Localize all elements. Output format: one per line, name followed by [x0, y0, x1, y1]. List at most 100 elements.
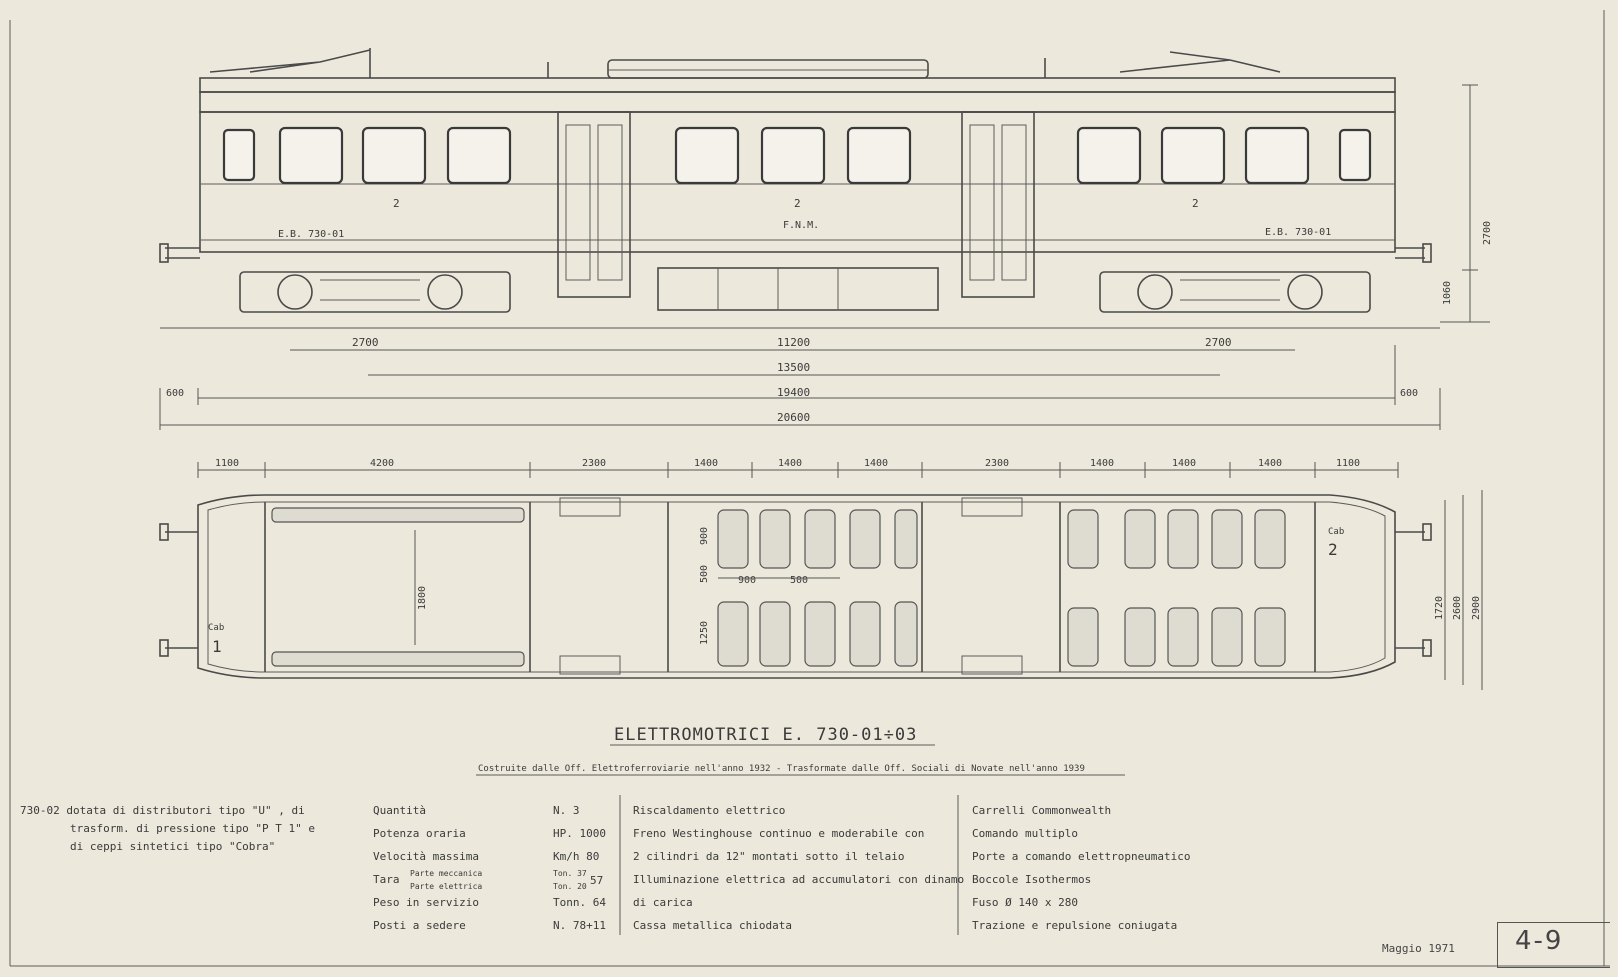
spec-charging: di carica [633, 896, 693, 909]
spec-value-quantity: N. 3 [553, 804, 580, 817]
spec-value-power: HP. 1000 [553, 827, 606, 840]
drawing-date: Maggio 1971 [1382, 942, 1455, 955]
side-view: 2 2 2 E.B. 730-01 E.B. 730-01 F.N.M. 270… [159, 48, 1493, 323]
cab-2-number: 2 [1328, 540, 1338, 559]
note-line-1: 730-02 dotata di distributori tipo "U" ,… [20, 804, 305, 817]
spec-value-seats: N. 78+11 [553, 919, 606, 932]
plan-dim-7: 2300 [985, 458, 1009, 469]
spec-label-tare: Tara [373, 873, 400, 886]
bench [271, 651, 525, 667]
width-dim-2900: 2900 [1471, 596, 1482, 620]
dim-bogie-centers: 11200 [777, 336, 810, 349]
width-dim-2600: 2600 [1452, 596, 1463, 620]
seats-compartment-2 [1067, 509, 1286, 667]
length-dimensions: 2700 11200 2700 13500 19400 600 600 2060… [159, 327, 1441, 430]
window [1076, 126, 1142, 185]
width-dim-1720: 1720 [1434, 596, 1445, 620]
plan-view: 1100 4200 2300 1400 1400 1400 2300 1400 … [159, 458, 1483, 690]
spec-value-tare-total: 57 [590, 874, 603, 887]
bench [271, 507, 525, 523]
drawing-subtitle: Costruite dalle Off. Elettroferroviarie … [478, 764, 1085, 774]
spec-control: Comando multiplo [972, 827, 1078, 840]
spec-label-speed: Velocità massima [373, 850, 479, 863]
door-right [961, 111, 1035, 298]
dim-bogie-left: 2700 [352, 336, 379, 349]
class-mark-2: 2 [794, 197, 801, 210]
plan-outline [197, 494, 1396, 679]
spec-bogies: Carrelli Commonwealth [972, 804, 1111, 817]
dim-13500: 13500 [777, 361, 810, 374]
plan-dim-4: 1400 [694, 458, 718, 469]
spec-value-tare-elec: Ton. 20 [553, 882, 587, 891]
spec-axleboxes: Boccole Isothermos [972, 873, 1091, 886]
underframe-equipment [657, 267, 939, 311]
spec-label-seats: Posti a sedere [373, 919, 466, 932]
window [1160, 126, 1226, 185]
fnm-logo: F.N.M. [783, 220, 819, 231]
height-dim-floor: 1060 [1442, 281, 1453, 305]
spec-doors: Porte a comando elettropneumatico [972, 850, 1191, 863]
plan-dim-9: 1400 [1172, 458, 1196, 469]
plan-dim-11: 1100 [1336, 458, 1360, 469]
plan-dim-2: 4200 [370, 458, 394, 469]
inner-dim-1800: 1800 [417, 586, 428, 610]
drawing-title: ELETTROMOTRICI E. 730-01÷03 [614, 725, 917, 745]
buffer-right [1395, 247, 1425, 259]
car-id-right: E.B. 730-01 [1265, 227, 1331, 238]
inner-dim-500: 500 [699, 565, 710, 583]
spec-tare-mechanical: Parte meccanica [410, 869, 482, 878]
pantograph-right [1119, 51, 1281, 73]
spec-body: Cassa metallica chiodata [633, 919, 792, 932]
cab-1-number: 1 [212, 637, 222, 656]
spec-draw-gear: Trazione e repulsione coniugata [972, 919, 1177, 932]
window [674, 126, 740, 185]
bogie-right [1099, 271, 1371, 313]
inner-dim-1250: 1250 [699, 621, 710, 645]
dim-overhang-left: 600 [166, 388, 184, 399]
roof [199, 77, 1396, 93]
spec-tare-electrical: Parte elettrica [410, 882, 482, 891]
door-left [557, 111, 631, 298]
buffer-left [165, 247, 200, 259]
plan-dim-10: 1400 [1258, 458, 1282, 469]
spec-journal: Fuso Ø 140 x 280 [972, 896, 1078, 909]
plan-dim-5: 1400 [778, 458, 802, 469]
sheet-number: 4-9 [1515, 926, 1564, 956]
spec-value-tare-mech: Ton. 37 [553, 869, 587, 878]
class-mark-3: 2 [1192, 197, 1199, 210]
plan-buffers-right [1395, 531, 1425, 649]
spec-value-weight: Tonn. 64 [553, 896, 606, 909]
cab-1-label: Cab [208, 623, 224, 633]
plan-dim-6: 1400 [864, 458, 888, 469]
plan-dim-8: 1400 [1090, 458, 1114, 469]
dim-overall-length: 20600 [777, 411, 810, 424]
note-line-2: trasform. di pressione tipo "P T 1" e [70, 822, 315, 835]
class-mark-1: 2 [393, 197, 400, 210]
window [446, 126, 512, 185]
dim-19400: 19400 [777, 386, 810, 399]
note-line-3: di ceppi sintetici tipo "Cobra" [70, 840, 275, 853]
inner-dim-900-h: 900 [738, 575, 756, 586]
cab-window-left [222, 128, 256, 182]
spec-cylinders: 2 cilindri da 12" montati sotto il telai… [633, 850, 905, 863]
spec-label-power: Potenza oraria [373, 827, 466, 840]
plan-dim-1: 1100 [215, 458, 239, 469]
roof-equipment [607, 59, 929, 79]
dim-bogie-right: 2700 [1205, 336, 1232, 349]
spec-heating: Riscaldamento elettrico [633, 804, 785, 817]
window [361, 126, 427, 185]
spec-value-speed: Km/h 80 [553, 850, 599, 863]
roof-band [199, 91, 1396, 113]
car-id-left: E.B. 730-01 [278, 229, 344, 240]
cab-window-right [1338, 128, 1372, 182]
pantograph-left [209, 49, 371, 73]
window [760, 126, 826, 185]
car-body [199, 111, 1396, 253]
sheet-number-frame [1497, 922, 1610, 968]
inner-dim-500-h: 500 [790, 575, 808, 586]
cab-2-label: Cab [1328, 527, 1344, 537]
window [1244, 126, 1310, 185]
dim-overhang-right: 600 [1400, 388, 1418, 399]
